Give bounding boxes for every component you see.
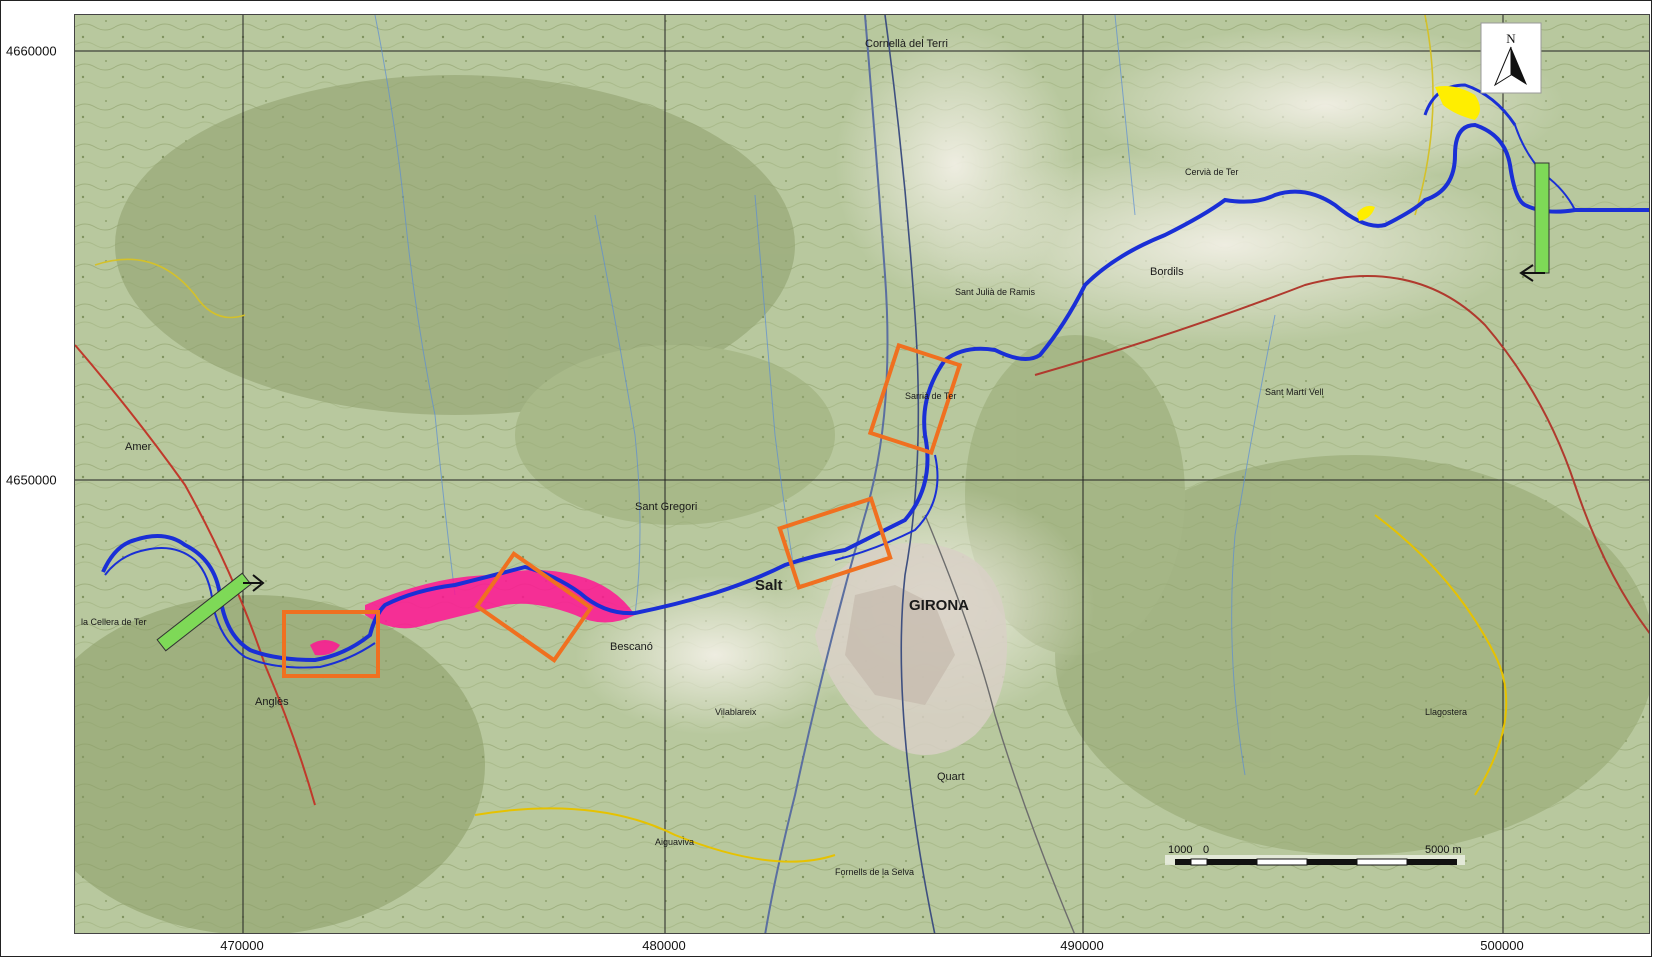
place-la-cellera: la Cellera de Ter <box>81 617 146 627</box>
yellow-zones <box>1357 86 1480 221</box>
scale-right-label: 5000 m <box>1425 844 1462 856</box>
x-tick-480000: 480000 <box>642 938 686 953</box>
map-canvas: Cornellà del Terri Cervià de Ter Bordils… <box>75 15 1649 933</box>
scale-left-label: 1000 <box>1168 844 1192 856</box>
study-box-4 <box>867 342 963 456</box>
study-area-boxes <box>282 342 963 678</box>
place-sant-gregori: Sant Gregori <box>635 501 697 513</box>
x-tick-490000: 490000 <box>1060 938 1104 953</box>
study-box-3 <box>777 496 893 590</box>
downstream-marker <box>1534 162 1550 274</box>
place-angles: Anglès <box>255 696 289 708</box>
place-vilablareix: Vilablareix <box>715 707 757 717</box>
place-bordils: Bordils <box>1150 266 1184 278</box>
place-cervia: Cervià de Ter <box>1185 167 1238 177</box>
study-box-1 <box>282 610 380 678</box>
scale-zero-label: 0 <box>1203 844 1209 856</box>
x-tick-500000: 500000 <box>1480 938 1524 953</box>
place-sant-marti-vell: Sant Martí Vell <box>1265 387 1324 397</box>
flow-markers <box>156 162 1550 652</box>
place-girona: GIRONA <box>909 597 969 614</box>
topographic-map[interactable]: Cornellà del Terri Cervià de Ter Bordils… <box>74 14 1650 934</box>
north-arrow: N <box>1480 22 1542 94</box>
streams <box>374 15 1276 776</box>
urban-area <box>815 543 1007 755</box>
place-sant-julia: Sant Julià de Ramis <box>955 287 1036 297</box>
place-salt: Salt <box>755 577 783 594</box>
roads <box>75 15 1649 933</box>
place-sarria: Sarrià de Ter <box>905 391 956 401</box>
place-bescano: Bescanó <box>610 641 653 653</box>
place-names: Cornellà del Terri Cervià de Ter Bordils… <box>81 38 1467 877</box>
place-amer: Amer <box>125 441 152 453</box>
place-cornella: Cornellà del Terri <box>865 38 948 50</box>
coordinate-grid <box>75 15 1649 933</box>
scale-bar: 1000 0 5000 m <box>1165 844 1465 866</box>
north-arrow-label: N <box>1506 31 1516 46</box>
upstream-arrow <box>243 574 265 592</box>
place-fornells: Fornells de la Selva <box>835 867 914 877</box>
place-quart: Quart <box>937 771 965 783</box>
x-tick-470000: 470000 <box>220 938 264 953</box>
study-box-2 <box>474 551 594 663</box>
y-tick-4650000: 4650000 <box>6 472 57 488</box>
upstream-marker <box>156 572 252 652</box>
y-tick-4660000: 4660000 <box>6 43 57 59</box>
place-llagostera: Llagostera <box>1425 707 1467 717</box>
place-aiguaviva: Aiguaviva <box>655 837 694 847</box>
downstream-arrow <box>1519 264 1545 282</box>
